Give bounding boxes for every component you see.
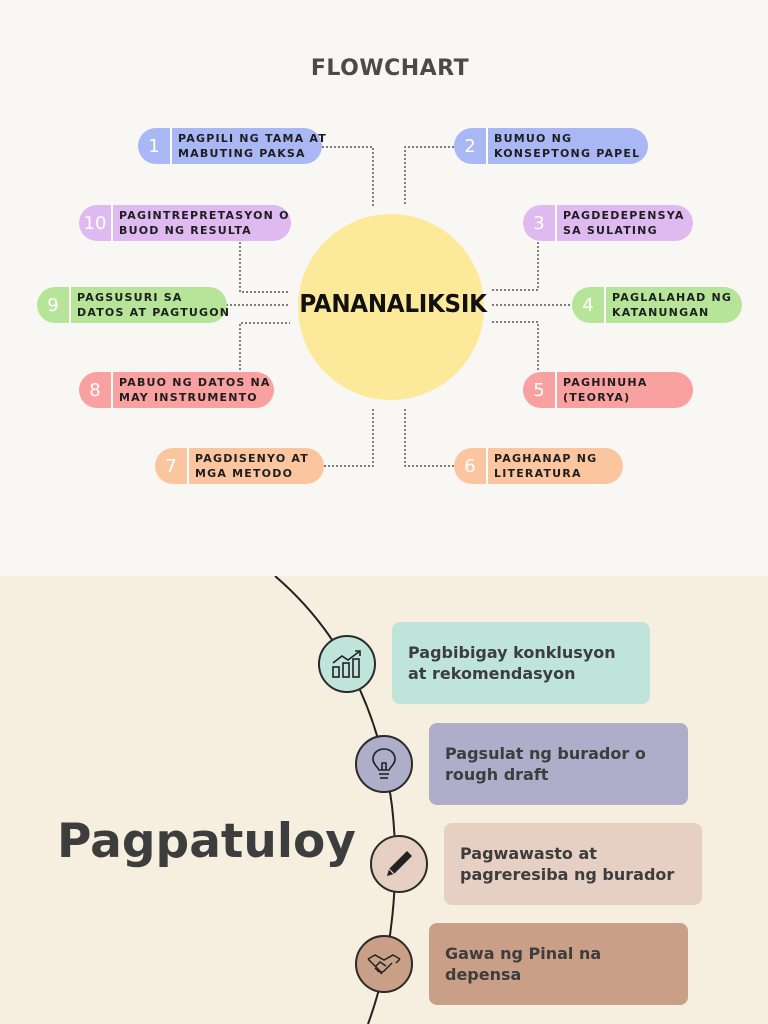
step-divider <box>486 128 488 164</box>
process-step-4: Gawa ng Pinal na depensa <box>429 923 688 1005</box>
process-step-label: Pagsulat ng burador o rough draft <box>445 744 646 784</box>
center-circle <box>298 214 484 400</box>
continuation-section: Pagpatuloy Pagbibigay konklusyon at reko… <box>0 576 768 1024</box>
step-number: 1 <box>148 135 160 157</box>
step-divider <box>486 448 488 484</box>
flowchart-title: FLOWCHART <box>310 56 470 81</box>
pen-icon <box>383 848 415 880</box>
bar-chart-icon <box>330 649 364 679</box>
step-divider <box>555 205 557 241</box>
step-number: 7 <box>165 455 177 477</box>
flowchart-section: FLOWCHART PANANALIKSIK 1 PAGPILI NG TAMA … <box>37 56 742 484</box>
step-number: 10 <box>83 212 107 234</box>
process-step-label: Pagbibigay konklusyon at rekomendasyon <box>408 643 616 683</box>
section-title: Pagpatuloy <box>57 814 356 869</box>
step-number: 5 <box>533 379 545 401</box>
step-number: 2 <box>464 135 476 157</box>
step-number: 9 <box>47 294 59 316</box>
step-divider <box>604 287 606 323</box>
process-step-label: Gawa ng Pinal na depensa <box>445 944 602 984</box>
process-step-2: Pagsulat ng burador o rough draft <box>429 723 688 805</box>
step-divider <box>555 372 557 408</box>
step-number: 8 <box>89 379 101 401</box>
lightbulb-icon <box>371 747 397 781</box>
step-number: 6 <box>464 455 476 477</box>
step-divider <box>111 205 113 241</box>
connector-lines <box>226 146 572 467</box>
step-divider <box>187 448 189 484</box>
step-divider <box>111 372 113 408</box>
step-divider <box>69 287 71 323</box>
center-label: PANANALIKSIK <box>299 289 487 318</box>
pen-circle <box>370 835 428 893</box>
step-divider <box>170 128 172 164</box>
bar-chart-circle <box>318 635 376 693</box>
process-step-3: Pagwawasto at pagreresiba ng burador <box>444 823 702 905</box>
handshake-icon <box>366 949 402 979</box>
lightbulb-circle <box>355 735 413 793</box>
flowchart-step-5: 5 PAGHINUHA(TEORYA) <box>523 372 693 408</box>
handshake-circle <box>355 935 413 993</box>
process-step-label: Pagwawasto at pagreresiba ng burador <box>460 844 675 884</box>
step-label: PAGHINUHA(TEORYA) <box>563 376 648 404</box>
process-step-1: Pagbibigay konklusyon at rekomendasyon <box>392 622 650 704</box>
step-number: 3 <box>533 212 545 234</box>
step-number: 4 <box>582 294 594 316</box>
